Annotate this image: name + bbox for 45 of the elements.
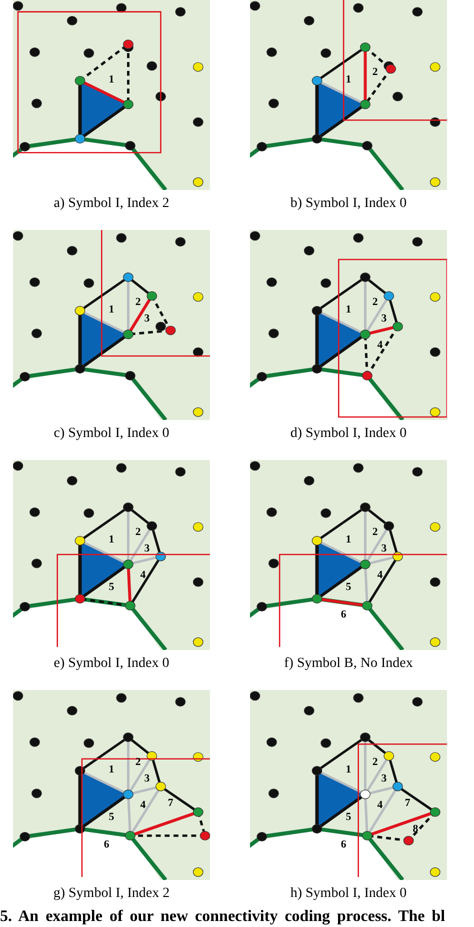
region-number: 1	[108, 534, 114, 546]
region-number: 4	[377, 339, 383, 352]
region-number: 2	[135, 296, 141, 308]
region-number: 1	[346, 534, 352, 546]
region-number: 3	[381, 542, 387, 555]
region-number: 6	[340, 608, 346, 621]
region-number: 6	[104, 838, 110, 851]
region-number: 8	[412, 822, 418, 835]
region-number: 2	[372, 296, 378, 308]
region-number: 1	[346, 764, 352, 776]
panel-caption: c) Symbol I, Index 0	[52, 426, 170, 442]
region-number: 2	[372, 66, 378, 78]
region-number: 4	[140, 799, 146, 812]
region-number: 5	[346, 580, 352, 593]
region-number: 7	[168, 797, 174, 810]
region-number: 3	[144, 542, 150, 555]
region-number: 3	[381, 312, 387, 325]
panel-caption: d) Symbol I, Index 0	[289, 426, 408, 442]
region-number: 1	[108, 304, 114, 316]
region-number: 5	[346, 810, 352, 823]
region-number: 6	[340, 838, 346, 851]
panel-caption: f) Symbol B, No Index	[283, 656, 414, 672]
figure-caption: 5. An example of our new connectivity coding process. The bl	[0, 908, 446, 926]
region-number: 1	[346, 74, 352, 86]
panel-caption: b) Symbol I, Index 0	[289, 196, 408, 212]
region-number: 1	[108, 764, 114, 776]
panel-caption: g) Symbol I, Index 2	[52, 886, 171, 902]
region-number: 3	[144, 772, 150, 785]
region-number: 3	[144, 312, 150, 325]
region-number: 7	[404, 797, 410, 810]
region-number: 4	[140, 569, 146, 582]
region-number: 2	[372, 526, 378, 538]
region-number: 2	[135, 756, 141, 768]
region-number: 5	[108, 810, 114, 823]
region-number: 2	[372, 756, 378, 768]
region-number: 3	[381, 772, 387, 785]
panel-caption: e) Symbol I, Index 0	[52, 656, 170, 672]
region-number: 5	[108, 580, 114, 593]
panel-caption: h) Symbol I, Index 0	[289, 886, 408, 902]
region-number: 2	[135, 526, 141, 538]
panel-caption: a) Symbol I, Index 2	[52, 196, 170, 212]
region-number: 4	[377, 569, 383, 582]
region-number: 4	[377, 799, 383, 812]
region-number: 1	[108, 74, 114, 86]
region-number: 1	[346, 304, 352, 316]
